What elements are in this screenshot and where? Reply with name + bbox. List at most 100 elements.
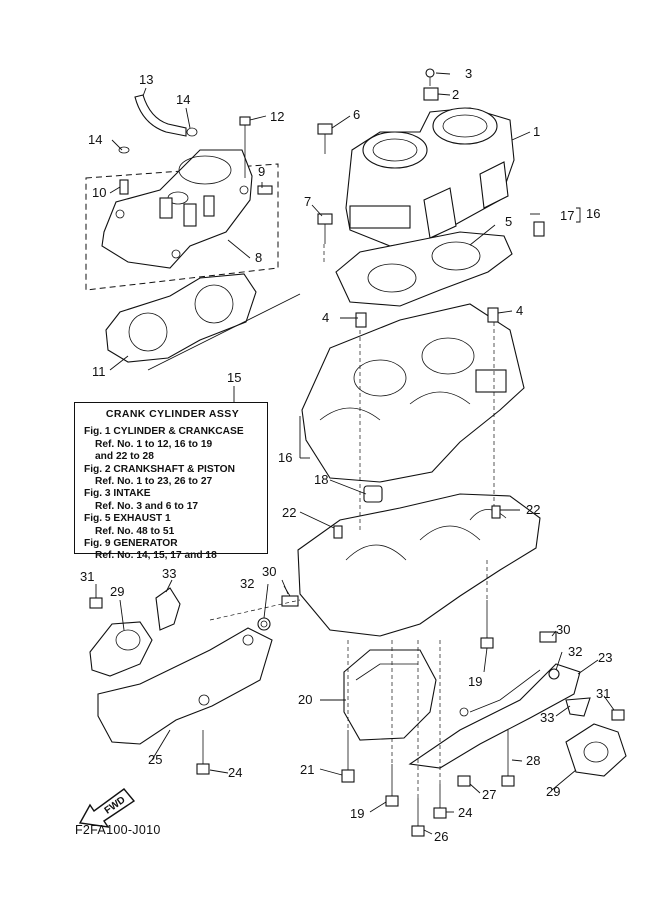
callout-26: 26	[434, 829, 448, 844]
callout-18: 18	[314, 472, 328, 487]
callout-3: 3	[465, 66, 472, 81]
callout-19-lower: 19	[350, 806, 364, 821]
dowel-22-right	[491, 505, 501, 519]
head-gasket	[105, 273, 257, 363]
callout-17: 17	[560, 208, 574, 223]
clip-33-right	[565, 697, 591, 717]
callout-33-right: 33	[540, 710, 554, 725]
bolt-12	[239, 116, 251, 178]
callout-11: 11	[92, 364, 106, 379]
callout-32-right: 32	[568, 644, 582, 659]
bolt-28	[501, 730, 515, 787]
dowel-22-left	[333, 525, 343, 539]
legend-line: Ref. No. 3 and 6 to 17	[95, 500, 199, 512]
callout-28: 28	[526, 753, 540, 768]
legend-box: CRANK CYLINDER ASSY Fig. 1 CYLINDER & CR…	[74, 402, 268, 561]
legend-line: Ref. No. 1 to 12, 16 to 19	[95, 438, 213, 450]
callout-30-right: 30	[556, 622, 570, 637]
callout-21: 21	[300, 762, 314, 777]
clip-14-left	[118, 146, 130, 154]
cylinder-head-cover	[101, 149, 253, 269]
callout-30-left: 30	[262, 564, 276, 579]
callout-22-left: 22	[282, 505, 296, 520]
bracket-25	[97, 627, 273, 745]
callout-33-left: 33	[162, 566, 176, 581]
engine-mount-right	[565, 723, 627, 777]
callout-1: 1	[533, 124, 540, 139]
plug-9	[257, 185, 273, 195]
callout-31-right: 31	[596, 686, 610, 701]
callout-12: 12	[270, 109, 284, 124]
legend-line: Fig. 2 CRANKSHAFT & PISTON	[84, 463, 235, 475]
bolt-7	[317, 213, 333, 244]
legend-line: Fig. 3 INTAKE	[84, 488, 151, 500]
engine-mount-left	[89, 621, 153, 677]
callout-labels: 1 2 3 4 4 5 6 7 8 9 10 11 12 13 14 14 15…	[80, 66, 612, 844]
callout-5: 5	[505, 214, 512, 229]
legend-line: Ref. No. 14, 15, 17 and 18	[95, 550, 217, 562]
legend-line: Ref. No. 48 to 51	[95, 525, 175, 537]
callout-4-left: 4	[322, 310, 329, 325]
callout-23: 23	[598, 650, 612, 665]
bolt-27	[457, 775, 471, 787]
washer-32-right	[548, 668, 560, 680]
cylinder-block	[345, 107, 515, 247]
callout-22-right: 22	[526, 502, 540, 517]
upper-crankcase	[301, 303, 525, 483]
bracket-23	[408, 663, 581, 769]
callout-16-right: 16	[586, 206, 600, 221]
cylinder-gasket	[335, 231, 513, 307]
callout-10: 10	[92, 185, 106, 200]
bolt-26	[411, 798, 425, 837]
callout-2: 2	[452, 87, 459, 102]
callout-32-left: 32	[240, 576, 254, 591]
callout-29-right: 29	[546, 784, 560, 799]
bolt-30-left	[281, 585, 299, 607]
callout-29-left: 29	[110, 584, 124, 599]
dowel-4-right	[487, 307, 499, 323]
callout-24-lower: 24	[458, 805, 472, 820]
bolt-19-upper	[480, 600, 494, 649]
callout-16-left: 16	[278, 450, 292, 465]
clip-14-right	[186, 127, 198, 137]
legend-line: Fig. 1 CYLINDER & CRANKCASE	[84, 426, 244, 438]
dowel-4-left	[355, 312, 367, 328]
callout-24-left: 24	[228, 765, 242, 780]
forward-arrow-icon: FWD	[78, 788, 136, 828]
intake-block	[343, 649, 437, 741]
callout-4-right: 4	[516, 303, 523, 318]
legend-title: CRANK CYLINDER ASSY	[105, 408, 240, 420]
clip-33-left	[155, 587, 181, 631]
callout-25: 25	[148, 752, 162, 767]
hose-13	[134, 94, 187, 137]
legend-line: Fig. 9 GENERATOR	[84, 538, 178, 550]
bolt-24-lower	[433, 784, 447, 819]
callout-27: 27	[482, 787, 496, 802]
bracket-2	[423, 87, 439, 101]
callout-20: 20	[298, 692, 312, 707]
callout-7: 7	[304, 194, 311, 209]
callout-6: 6	[353, 107, 360, 122]
plug-17	[533, 221, 545, 237]
callout-15: 15	[227, 370, 241, 385]
callout-19-upper: 19	[468, 674, 482, 689]
lower-crankcase	[297, 493, 541, 637]
alignment-lines	[209, 244, 495, 798]
washer-32-left	[257, 617, 271, 631]
callout-9: 9	[258, 164, 265, 179]
callout-14-right: 14	[176, 92, 190, 107]
callout-14-left: 14	[88, 132, 102, 147]
legend-line: and 22 to 28	[95, 451, 154, 463]
bolt-30-right	[539, 631, 557, 643]
pin-10	[119, 179, 129, 195]
bolt-19-lower	[385, 764, 399, 807]
bolt-31-left	[89, 597, 103, 609]
figure-code: F2FA100-J010	[75, 823, 161, 837]
bolt-21	[341, 730, 355, 783]
bolt-6	[317, 123, 333, 154]
leader-lines	[95, 72, 615, 835]
callout-13: 13	[139, 72, 153, 87]
bushing-18	[363, 485, 383, 503]
legend-line: Ref. No. 1 to 23, 26 to 27	[95, 476, 213, 488]
